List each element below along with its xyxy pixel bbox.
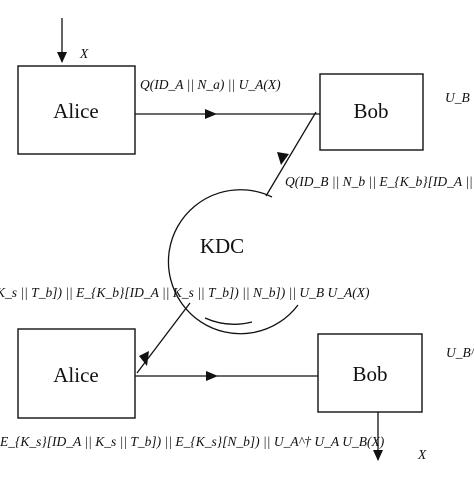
bob-bottom-box	[317, 333, 423, 413]
alice-to-bob-arrowhead	[205, 109, 217, 119]
alice-bottom-box	[17, 328, 136, 419]
input-arrowhead	[57, 52, 67, 63]
kdc-circle	[167, 189, 299, 335]
bob-top-label: Bob	[353, 99, 388, 123]
kdc-node: KDC	[167, 189, 299, 335]
alice-top-label: Alice	[53, 99, 98, 123]
bob-bottom-node: Bob	[317, 333, 423, 413]
u-b-top-label: U_B	[445, 90, 470, 105]
alice-to-bob-bottom-arrowhead	[206, 371, 218, 381]
message-bottom-label: E_{K_s}[ID_A || K_s || T_b]) || E_{K_s}[…	[0, 434, 385, 449]
bob-top-node: Bob	[319, 73, 424, 151]
kdc-to-alice-arrowhead	[139, 351, 149, 366]
output-arrowhead	[373, 450, 383, 461]
bob-to-kdc-arrowhead	[277, 152, 289, 165]
bob-top-box	[319, 73, 424, 151]
input-x-label: X	[79, 46, 89, 61]
alice-bottom-label: Alice	[53, 363, 98, 387]
u-b-dagger-label: U_B^†	[446, 345, 474, 360]
alice-top-box	[17, 65, 136, 155]
bob-bottom-label: Bob	[352, 362, 387, 386]
kdc-circle-lower-arc	[204, 317, 253, 325]
message-alice-to-bob-label: Q(ID_A || N_a) || U_A(X)	[140, 77, 281, 92]
message-kdc-to-alice-label: K_s || T_b]) || E_{K_b}[ID_A || K_s || T…	[0, 285, 370, 300]
alice-bottom-node: Alice	[17, 328, 136, 419]
kdc-label: KDC	[200, 234, 244, 258]
bob-to-kdc-arrow	[265, 111, 317, 197]
message-bob-to-kdc-label: Q(ID_B || N_b || E_{K_b}[ID_A ||	[285, 174, 473, 189]
output-x-label: X	[417, 447, 427, 462]
alice-top-node: Alice	[17, 65, 136, 155]
